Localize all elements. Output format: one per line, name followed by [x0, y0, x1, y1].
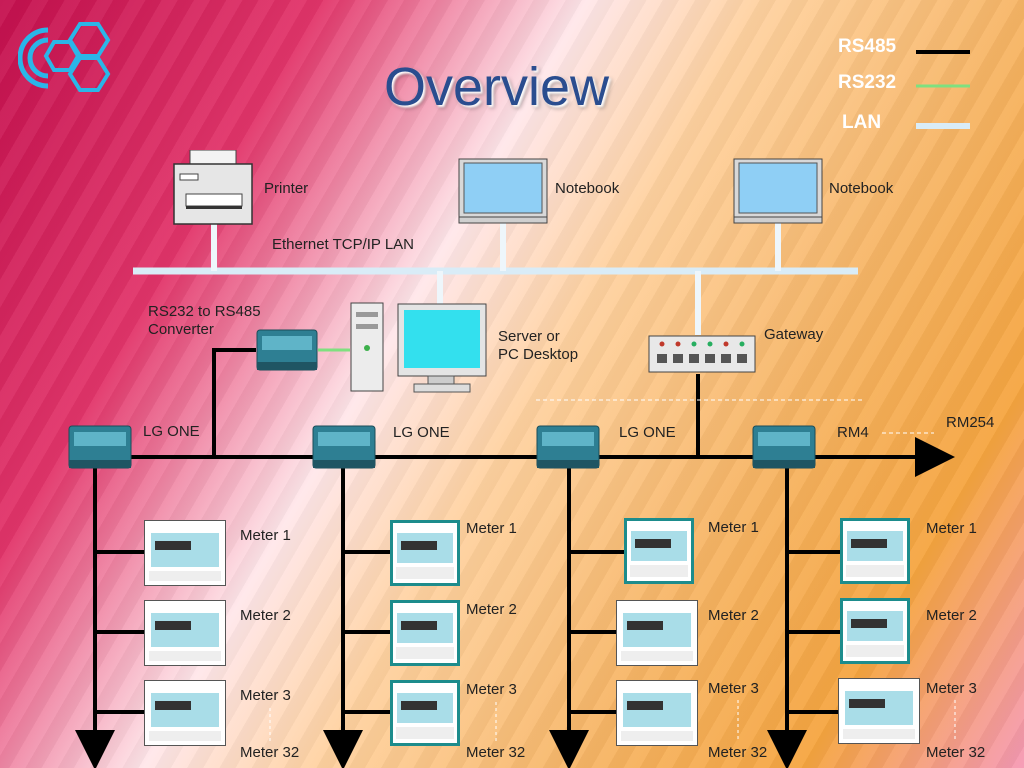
- meter-label: Meter 1: [466, 520, 517, 537]
- meter-label: Meter 2: [240, 607, 291, 624]
- meter-icon: [390, 600, 460, 666]
- bus-unit-label-1: LG ONE: [143, 423, 200, 440]
- meter-label: Meter 3: [708, 680, 759, 697]
- server-label-line2: PC Desktop: [498, 346, 579, 363]
- converter-label-line1: RS232 to RS485: [148, 303, 261, 320]
- lg-one-unit-icon: [536, 425, 600, 469]
- logo: [18, 22, 111, 92]
- lan-label: Ethernet TCP/IP LAN: [272, 236, 415, 253]
- meter-icon: [144, 680, 226, 746]
- notebook-label-2: Notebook: [829, 180, 894, 197]
- legend-lan-label: LAN: [842, 112, 882, 133]
- page-title: Overview: [384, 57, 610, 117]
- meter-label: Meter 32: [466, 744, 526, 761]
- meter-label: Meter 1: [926, 520, 977, 537]
- meter-label: Meter 32: [926, 744, 986, 761]
- meter-icon: [840, 598, 910, 664]
- meter-label: Meter 1: [708, 519, 759, 536]
- notebook-icon: [733, 158, 823, 224]
- lg-one-unit-icon: [68, 425, 132, 469]
- meter-icon: [616, 600, 698, 666]
- server-label-line1: Server or: [498, 328, 560, 345]
- meter-label: Meter 2: [926, 607, 977, 624]
- printer-icon: [173, 150, 253, 225]
- meter-label: Meter 1: [240, 527, 291, 544]
- meter-label: Meter 3: [240, 687, 291, 704]
- notebook-label-1: Notebook: [555, 180, 620, 197]
- converter-label-line2: Converter: [148, 321, 214, 338]
- meter-icon: [144, 600, 226, 666]
- legend-rs232-label: RS232: [838, 72, 897, 93]
- meter-icon: [390, 680, 460, 746]
- rm254-label: RM254: [946, 414, 995, 431]
- server-desktop-icon: [350, 302, 487, 393]
- meter-label: Meter 3: [466, 681, 517, 698]
- converter-icon: [256, 329, 318, 371]
- rm4-unit-icon: [752, 425, 816, 469]
- bus-unit-label-3: LG ONE: [619, 424, 676, 441]
- gateway-icon: [648, 335, 756, 373]
- meter-icon: [840, 518, 910, 584]
- meter-label: Meter 2: [466, 601, 517, 618]
- notebook-icon: [458, 158, 548, 224]
- meter-icon: [838, 678, 920, 744]
- meter-icon: [616, 680, 698, 746]
- meter-icon: [144, 520, 226, 586]
- meter-label: Meter 32: [708, 744, 768, 761]
- meter-label: Meter 32: [240, 744, 300, 761]
- gateway-label: Gateway: [764, 326, 824, 343]
- legend-rs485-label: RS485: [838, 36, 897, 57]
- meter-icon: [624, 518, 694, 584]
- meter-icon: [390, 520, 460, 586]
- meter-label: Meter 3: [926, 680, 977, 697]
- printer-label: Printer: [264, 180, 309, 197]
- lg-one-unit-icon: [312, 425, 376, 469]
- bus-unit-label-2: LG ONE: [393, 424, 450, 441]
- bus-unit-label-4: RM4: [837, 424, 869, 441]
- meter-label: Meter 2: [708, 607, 759, 624]
